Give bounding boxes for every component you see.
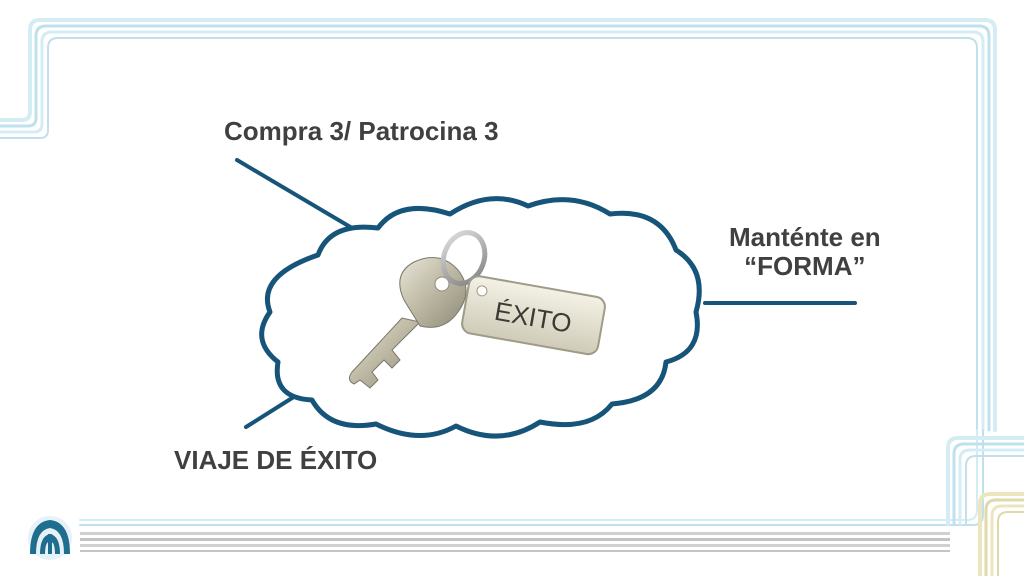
connectors [235,158,857,429]
label-mantente-line2: “FORMA” [744,250,866,281]
key-icon [348,257,467,389]
label-viaje-de-exito: VIAJE DE ÉXITO [174,445,378,475]
key-tag: ÉXITO [461,275,606,356]
label-mantente-en-forma: Manténte en “FORMA” [729,223,881,280]
slide-frame [0,18,1024,576]
brand-logo-icon [28,516,72,560]
footer-stripes [80,532,950,552]
connector-top [235,158,354,230]
key-ring [440,230,488,286]
label-mantente-line1: Manténte en [729,222,881,252]
connector-bottom [244,391,302,429]
keychain: ÉXITO [348,230,606,389]
label-compra-patrocina: Compra 3/ Patrocina 3 [224,116,499,146]
